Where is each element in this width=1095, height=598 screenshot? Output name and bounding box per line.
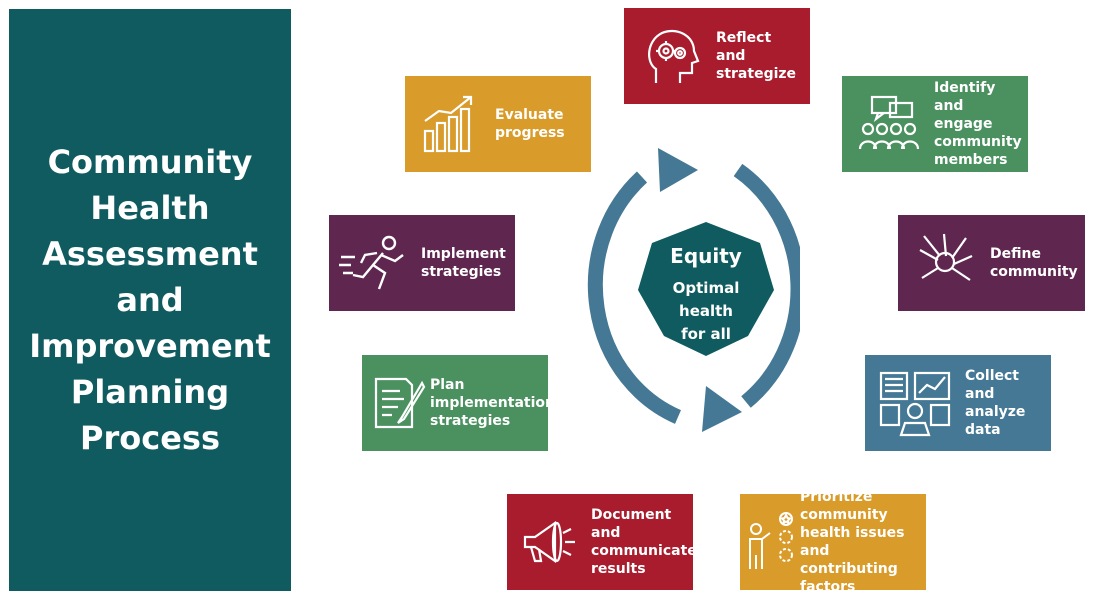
arrowhead-top xyxy=(658,148,698,192)
cycle-arrow-bottom xyxy=(587,171,681,424)
title-panel: Community Health Assessment and Improvem… xyxy=(9,9,291,591)
growth-chart-icon xyxy=(419,91,485,157)
step-identify-engage: Identify and engage community members xyxy=(842,76,1028,172)
step-define-community: Define community xyxy=(898,215,1085,311)
step-plan-implementation: Plan implementation strategies xyxy=(362,355,555,451)
step-implement: Implement strategies xyxy=(329,215,515,311)
step-label: Document and communicate results xyxy=(591,507,697,577)
diagram-title: Community Health Assessment and Improvem… xyxy=(29,143,271,457)
equity-title: Equity xyxy=(670,244,742,268)
step-evaluate-progress: Evaluate progress xyxy=(405,76,591,172)
equity-subtitle: Optimal health for all xyxy=(672,279,740,343)
cycle-arrow-top xyxy=(733,163,800,408)
step-label: Implement strategies xyxy=(421,246,506,280)
presenter-priorities-icon xyxy=(744,507,796,577)
data-dashboard-icon xyxy=(875,363,955,443)
running-person-icon xyxy=(337,231,413,295)
step-label: Identify and engage community members xyxy=(934,80,1022,168)
equity-heptagon xyxy=(638,222,774,356)
cycle-arrows xyxy=(587,148,800,432)
megaphone-icon xyxy=(517,511,579,573)
arrowhead-bottom xyxy=(702,386,742,432)
step-reflect-strategize: Reflect and strategize xyxy=(624,8,810,104)
community-chat-icon xyxy=(854,89,924,159)
step-collect-analyze: Collect and analyze data xyxy=(865,355,1051,451)
hands-together-icon xyxy=(910,228,980,298)
step-document-communicate: Document and communicate results xyxy=(507,494,697,590)
step-label: Define community xyxy=(990,246,1078,280)
step-label: Reflect and strategize xyxy=(716,30,797,82)
step-label: Plan implementation strategies xyxy=(430,377,555,429)
step-label: Evaluate progress xyxy=(495,107,565,141)
document-pen-icon xyxy=(370,371,428,435)
step-label: Prioritize community health issues and c… xyxy=(800,489,905,595)
step-prioritize: Prioritize community health issues and c… xyxy=(740,489,926,595)
step-label: Collect and analyze data xyxy=(965,368,1026,438)
head-gears-icon xyxy=(636,21,706,91)
